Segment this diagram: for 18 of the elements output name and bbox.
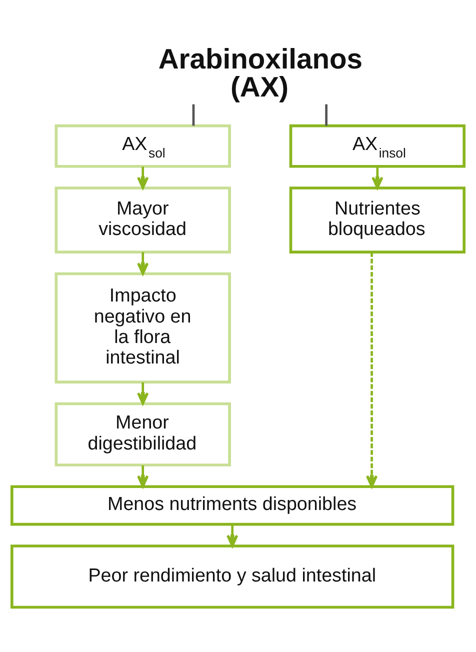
arrow <box>137 252 149 274</box>
arrow <box>137 464 149 488</box>
connector <box>192 104 195 126</box>
arrow <box>226 524 238 547</box>
node-box: Menor digestibilidad <box>54 402 231 466</box>
node-box: Impacto negativo en la flora intestinal <box>54 272 231 383</box>
arrow <box>366 252 378 488</box>
node-box: Nutrientes bloqueados <box>289 186 466 253</box>
node-box: Peor rendimiento y salud intestinal <box>10 544 454 608</box>
node-box: Mayor viscosidad <box>54 186 231 253</box>
arrow <box>137 166 149 189</box>
connector <box>325 104 328 126</box>
node-box: AX$_{sol}$ <box>54 124 231 168</box>
node-text: Arabinoxilanos (AX) <box>158 42 362 102</box>
node-box: AX$_{insol}$ <box>289 124 466 168</box>
arrow <box>137 382 149 404</box>
arrow <box>372 166 384 189</box>
node-box: Menos nutriments disponibles <box>10 484 454 526</box>
